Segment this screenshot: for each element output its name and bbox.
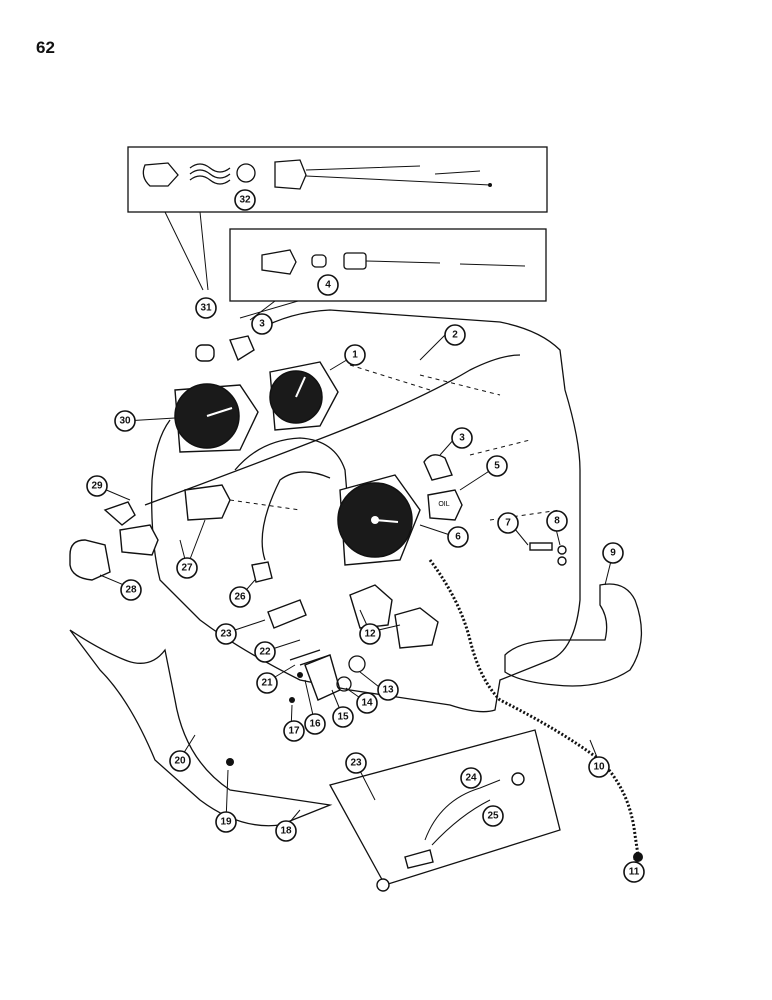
svg-text:6: 6 xyxy=(455,532,461,543)
cable-2 xyxy=(144,354,521,506)
callout-4: 4 xyxy=(317,274,339,296)
callout-25: 25 xyxy=(482,805,504,827)
svg-text:16: 16 xyxy=(309,719,321,730)
svg-text:21: 21 xyxy=(261,678,273,689)
svg-text:29: 29 xyxy=(91,481,103,492)
svg-text:12: 12 xyxy=(364,629,376,640)
svg-text:14: 14 xyxy=(361,698,373,709)
callout-2: 2 xyxy=(444,324,466,346)
inset-lamp-assembly-32 xyxy=(127,146,548,213)
callout-12: 12 xyxy=(359,623,381,645)
callout-20: 20 xyxy=(169,750,191,772)
inset-bulb-assembly-4 xyxy=(229,228,547,302)
svg-text:5: 5 xyxy=(494,461,500,472)
callout-23a: 23 xyxy=(215,623,237,645)
svg-text:27: 27 xyxy=(181,563,193,574)
svg-text:30: 30 xyxy=(119,416,131,427)
svg-text:31: 31 xyxy=(200,303,212,314)
callout-8: 8 xyxy=(546,510,568,532)
callout-21: 21 xyxy=(256,672,278,694)
svg-text:28: 28 xyxy=(125,585,137,596)
light-3 xyxy=(423,454,453,481)
callout-5: 5 xyxy=(486,455,508,477)
oil-label: OIL xyxy=(438,501,449,508)
svg-text:20: 20 xyxy=(174,756,186,767)
svg-text:8: 8 xyxy=(554,516,560,527)
callout-26: 26 xyxy=(229,586,251,608)
callout-1: 1 xyxy=(344,344,366,366)
svg-text:7: 7 xyxy=(505,518,511,529)
callout-15: 15 xyxy=(332,706,354,728)
svg-text:22: 22 xyxy=(259,647,271,658)
callout-30: 30 xyxy=(114,410,136,432)
svg-text:17: 17 xyxy=(288,726,300,737)
svg-text:26: 26 xyxy=(234,592,246,603)
gauge-30 xyxy=(174,383,259,453)
callout-16: 16 xyxy=(304,713,326,735)
svg-text:24: 24 xyxy=(465,773,477,784)
callout-6: 6 xyxy=(447,526,469,548)
callout-17: 17 xyxy=(283,720,305,742)
callout-10: 10 xyxy=(588,756,610,778)
page-number: 62 xyxy=(36,38,55,57)
callout-29: 29 xyxy=(86,475,108,497)
bracket-18 xyxy=(69,629,333,827)
svg-text:23: 23 xyxy=(220,629,232,640)
grab-handle-9 xyxy=(504,583,643,687)
callout-22: 22 xyxy=(254,641,276,663)
callout-31: 31 xyxy=(195,297,217,319)
oil-light-5: OIL xyxy=(427,489,463,521)
svg-text:13: 13 xyxy=(382,685,394,696)
svg-text:11: 11 xyxy=(629,867,640,878)
svg-text:25: 25 xyxy=(487,811,499,822)
svg-text:18: 18 xyxy=(280,826,292,837)
callout-3a: 3 xyxy=(251,313,273,335)
gauge-6 xyxy=(337,474,421,566)
callout-14: 14 xyxy=(356,692,378,714)
callout-13: 13 xyxy=(377,679,399,701)
svg-text:3: 3 xyxy=(459,433,465,444)
callout-18: 18 xyxy=(275,820,297,842)
svg-text:9: 9 xyxy=(610,548,616,559)
callout-28: 28 xyxy=(120,579,142,601)
callout-27: 27 xyxy=(176,557,198,579)
callout-3b: 3 xyxy=(451,427,473,449)
callout-24: 24 xyxy=(460,767,482,789)
svg-text:3: 3 xyxy=(259,319,265,330)
svg-text:15: 15 xyxy=(337,712,349,723)
svg-text:4: 4 xyxy=(325,280,331,291)
knob-28 xyxy=(69,539,111,581)
callout-11: 11 xyxy=(623,861,645,883)
callout-32: 32 xyxy=(234,189,256,211)
callout-7: 7 xyxy=(497,512,519,534)
svg-text:19: 19 xyxy=(220,817,232,828)
dash-panel xyxy=(151,309,581,713)
svg-text:32: 32 xyxy=(239,195,251,206)
svg-text:2: 2 xyxy=(452,330,458,341)
callout-19: 19 xyxy=(215,811,237,833)
svg-text:10: 10 xyxy=(593,762,605,773)
svg-text:23: 23 xyxy=(350,758,362,769)
harness-10 xyxy=(428,559,640,856)
inset-kit-23 xyxy=(329,729,561,892)
svg-text:1: 1 xyxy=(352,350,358,361)
callout-9: 9 xyxy=(602,542,624,564)
callout-23b: 23 xyxy=(345,752,367,774)
gauge-1 xyxy=(269,361,339,431)
